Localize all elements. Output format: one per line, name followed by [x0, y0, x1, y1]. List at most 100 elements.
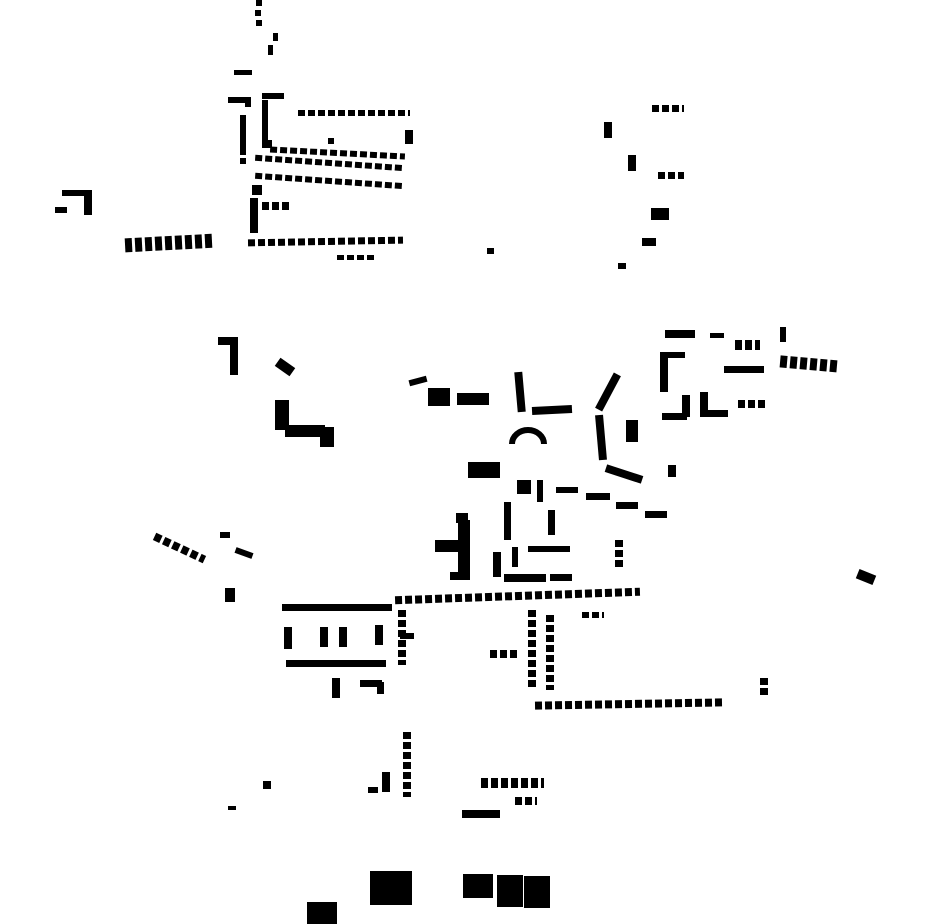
building-part [174, 235, 183, 250]
building-footprint [282, 604, 392, 611]
building-part [504, 592, 513, 601]
building-footprint [626, 420, 638, 442]
building-footprint [645, 511, 667, 518]
building-part [434, 594, 443, 603]
building-part [534, 701, 543, 710]
building [468, 462, 500, 478]
building-footprint [514, 371, 526, 413]
building-part [339, 150, 348, 157]
building [604, 122, 612, 138]
building-part [534, 591, 543, 600]
building-part [546, 665, 554, 672]
building-part [444, 594, 453, 603]
building-part [602, 612, 604, 618]
building-part [287, 238, 296, 246]
building-part [546, 685, 554, 690]
building-part [634, 587, 641, 596]
building-footprint [524, 876, 550, 908]
building-footprint [375, 625, 383, 645]
building-part [289, 147, 298, 154]
building-footprint [256, 20, 262, 26]
building [534, 698, 723, 710]
building [218, 337, 238, 345]
building-part [388, 110, 395, 116]
building [262, 93, 284, 99]
building-footprint [604, 464, 644, 484]
building [245, 97, 251, 107]
building-part [594, 700, 603, 709]
building [382, 772, 390, 792]
building [263, 781, 271, 789]
building-footprint [780, 327, 786, 342]
building [487, 248, 494, 254]
building [320, 627, 328, 647]
building [274, 357, 296, 377]
building-part [284, 174, 293, 182]
building-footprint [700, 410, 728, 417]
building-part [403, 742, 411, 749]
building-part [334, 160, 343, 167]
building-footprint [262, 100, 268, 140]
building-part [760, 678, 768, 685]
building-footprint [240, 115, 246, 155]
building-part [398, 620, 406, 627]
building-part [314, 176, 323, 184]
building-part [368, 110, 375, 116]
building [228, 97, 250, 103]
building-footprint [328, 138, 334, 144]
building-part [544, 701, 553, 710]
building [268, 45, 273, 55]
building-part [546, 655, 554, 662]
building-part [664, 699, 673, 708]
building-part [531, 778, 538, 788]
building [228, 806, 236, 810]
building-footprint [531, 404, 573, 416]
building-part [348, 110, 355, 116]
building-footprint [435, 540, 465, 552]
building-part [528, 670, 536, 677]
building-part [624, 588, 633, 597]
building [220, 532, 230, 538]
building [262, 100, 268, 140]
building-footprint [368, 787, 378, 793]
building-part [521, 778, 528, 788]
building [582, 612, 604, 618]
building [780, 327, 786, 342]
building [512, 547, 518, 567]
building [286, 660, 386, 667]
building-part [528, 640, 536, 647]
building-footprint [642, 238, 656, 246]
building [645, 511, 667, 518]
building [462, 810, 500, 818]
building-part [829, 359, 838, 373]
building-part [490, 650, 497, 658]
building-part [758, 400, 765, 408]
building-part [714, 698, 723, 707]
building-part [180, 545, 190, 556]
building-part [528, 660, 536, 667]
building-part [403, 792, 411, 797]
building-footprint [225, 588, 235, 602]
building [250, 198, 258, 233]
building-part [809, 358, 818, 371]
building-footprint [450, 572, 470, 580]
building-part [328, 110, 335, 116]
building-footprint [493, 552, 501, 577]
building [660, 352, 668, 392]
building-part [262, 202, 269, 210]
building [262, 202, 289, 210]
building-part [324, 177, 333, 185]
building-part [344, 179, 353, 186]
building-part [694, 698, 703, 707]
building-footprint [218, 337, 238, 345]
building-part [347, 237, 356, 245]
building-part [374, 163, 383, 170]
building-part [541, 778, 544, 788]
building [668, 465, 676, 477]
building-footprint [537, 480, 543, 502]
building-footprint [234, 547, 254, 559]
building-footprint [262, 140, 272, 148]
building-part [515, 797, 522, 805]
building-part [528, 680, 536, 687]
